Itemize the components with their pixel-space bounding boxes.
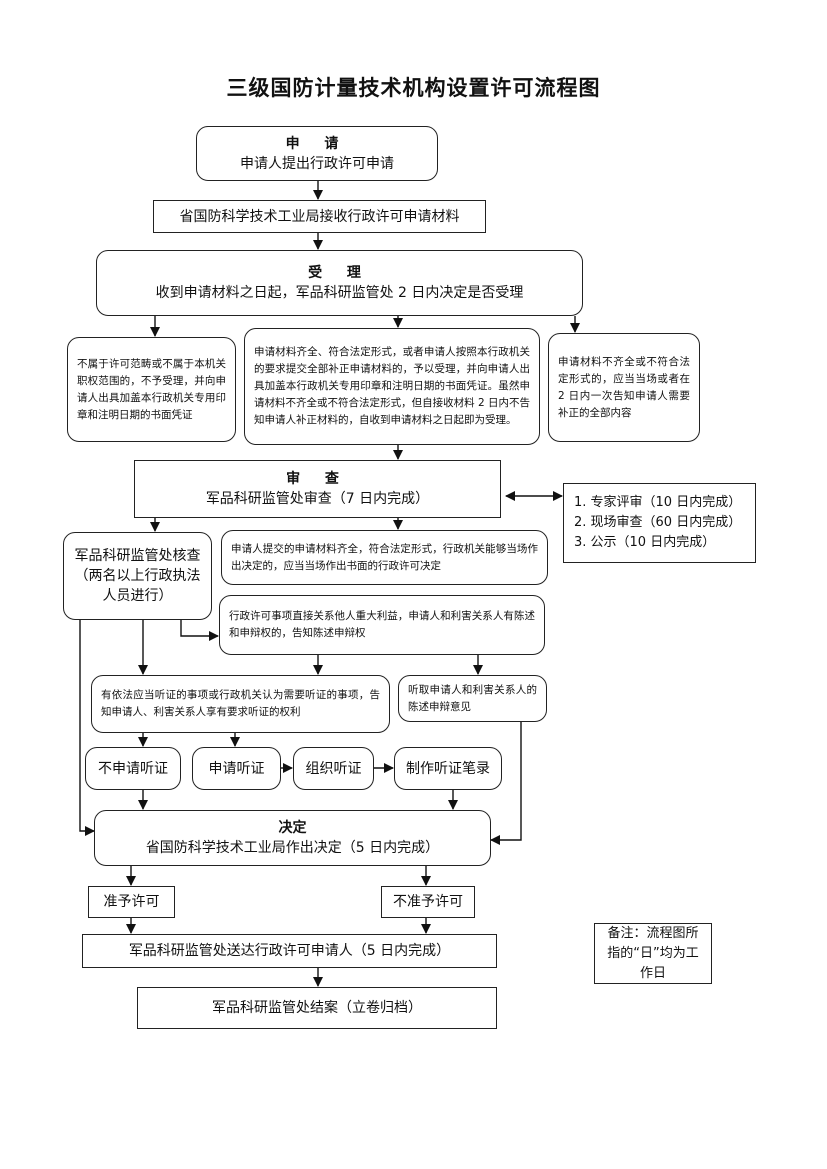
review-item-onsite: 2. 现场审查（60 日内完成）: [574, 515, 742, 530]
supplement-text: 申请材料不齐全或不符合法定形式的，应当当场或者在 2 日内一次告知申请人需要补正…: [558, 355, 690, 419]
hearing-record-box: 制作听证笔录: [394, 747, 502, 790]
request-hearing-box: 申请听证: [192, 747, 281, 790]
close-text: 军品科研监管处结案（立卷归档）: [212, 1000, 422, 1016]
decide-box: 决定 省国防科学技术工业局作出决定（5 日内完成）: [94, 810, 491, 866]
verify-box: 军品科研监管处核查（两名以上行政执法人员进行）: [63, 532, 212, 620]
review-heading: 审 查: [286, 471, 349, 487]
receive-text: 省国防科学技术工业局接收行政许可申请材料: [179, 208, 460, 225]
apply-text: 申请人提出行政许可申请: [240, 155, 394, 172]
interest-text: 行政许可事项直接关系他人重大利益，申请人和利害关系人有陈述和申辩权的，告知陈述申…: [229, 610, 535, 639]
organize-hearing-text: 组织听证: [305, 760, 362, 777]
hearing-notice-text: 有依法应当听证的事项或行政机关认为需要听证的事项，告知申请人、利害关系人享有要求…: [101, 689, 380, 718]
deliver-box: 军品科研监管处送达行政许可申请人（5 日内完成）: [82, 934, 497, 968]
arrow-verify-decide: [79, 620, 95, 836]
accept-box: 受 理 收到申请材料之日起，军品科研监管处 2 日内决定是否受理: [96, 250, 583, 316]
no-hearing-text: 不申请听证: [98, 760, 168, 777]
hearing-record-text: 制作听证笔录: [406, 760, 490, 777]
no-hearing-box: 不申请听证: [85, 747, 181, 790]
apply-box: 申 请 申请人提出行政许可申请: [196, 126, 438, 181]
listen-text: 听取申请人和利害关系人的陈述申辩意见: [408, 683, 537, 713]
organize-hearing-box: 组织听证: [293, 747, 374, 790]
deny-text: 不准予许可: [393, 894, 463, 910]
note-box: 备注：流程图所指的“日”均为工作日: [594, 923, 712, 984]
grant-text: 准予许可: [103, 894, 160, 910]
interest-box: 行政许可事项直接关系他人重大利益，申请人和利害关系人有陈述和申辩权的，告知陈述申…: [219, 595, 545, 655]
close-box: 军品科研监管处结案（立卷归档）: [137, 987, 497, 1029]
grant-box: 准予许可: [88, 886, 175, 918]
review-items-box: 1. 专家评审（10 日内完成） 2. 现场审查（60 日内完成） 3. 公示（…: [563, 483, 756, 563]
arrow-verify-interest: [180, 620, 219, 641]
deny-box: 不准予许可: [381, 886, 475, 918]
review-box: 审 查 军品科研监管处审查（7 日内完成）: [134, 460, 501, 518]
decide-text: 省国防科学技术工业局作出决定（5 日内完成）: [145, 840, 440, 856]
accept-text: 收到申请材料之日起，军品科研监管处 2 日内决定是否受理: [155, 285, 524, 301]
arrow-listen-decide: [490, 722, 522, 845]
supplement-box: 申请材料不齐全或不符合法定形式的，应当当场或者在 2 日内一次告知申请人需要补正…: [548, 333, 700, 442]
accept-heading: 受 理: [308, 265, 371, 281]
accept-ok-box: 申请材料齐全、符合法定形式，或者申请人按照本行政机关的要求提交全部补正申请材料的…: [244, 328, 540, 445]
note-text: 备注：流程图所指的“日”均为工作日: [607, 925, 699, 981]
verify-text: 军品科研监管处核查（两名以上行政执法人员进行）: [74, 548, 201, 604]
review-item-expert: 1. 专家评审（10 日内完成）: [574, 495, 742, 510]
reject-text: 不属于许可范畴或不属于本机关职权范围的，不予受理，并向申请人出具加盖本行政机关专…: [77, 357, 226, 421]
review-item-publicity: 3. 公示（10 日内完成）: [574, 535, 716, 550]
reject-box: 不属于许可范畴或不属于本机关职权范围的，不予受理，并向申请人出具加盖本行政机关专…: [67, 337, 236, 442]
on-spot-decision-box: 申请人提交的申请材料齐全，符合法定形式，行政机关能够当场作出决定的，应当当场作出…: [221, 530, 548, 585]
on-spot-decision-text: 申请人提交的申请材料齐全，符合法定形式，行政机关能够当场作出决定的，应当当场作出…: [231, 542, 538, 572]
accept-ok-text: 申请材料齐全、符合法定形式，或者申请人按照本行政机关的要求提交全部补正申请材料的…: [254, 346, 530, 426]
review-text: 军品科研监管处审查（7 日内完成）: [205, 491, 430, 507]
page-title: 三级国防计量技术机构设置许可流程图: [226, 75, 601, 100]
request-hearing-text: 申请听证: [208, 760, 265, 777]
receive-box: 省国防科学技术工业局接收行政许可申请材料: [153, 200, 486, 233]
apply-heading: 申 请: [285, 135, 349, 152]
hearing-notice-box: 有依法应当听证的事项或行政机关认为需要听证的事项，告知申请人、利害关系人享有要求…: [91, 675, 390, 733]
decide-heading: 决定: [278, 820, 307, 836]
deliver-text: 军品科研监管处送达行政许可申请人（5 日内完成）: [128, 943, 451, 959]
listen-box: 听取申请人和利害关系人的陈述申辩意见: [398, 675, 547, 722]
